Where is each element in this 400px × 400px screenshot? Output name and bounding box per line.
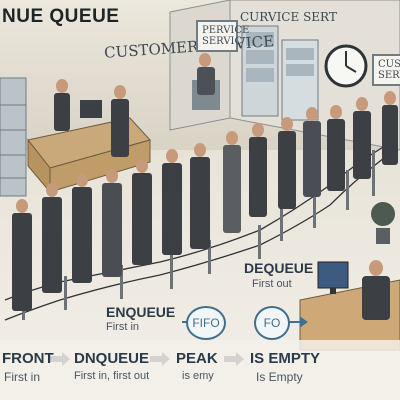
person bbox=[249, 123, 267, 217]
person bbox=[353, 97, 371, 179]
clock-icon bbox=[324, 44, 368, 88]
person bbox=[278, 117, 296, 209]
dequeue-label: DEQUEUE bbox=[244, 260, 314, 276]
is-empty-label: IS EMPTY bbox=[250, 350, 321, 367]
person bbox=[42, 183, 62, 293]
person bbox=[382, 91, 398, 165]
page-title: NUE QUEUE bbox=[2, 6, 120, 27]
person bbox=[303, 107, 321, 197]
dequeue-sub: First out bbox=[252, 278, 292, 290]
fifo-circle: FIFO bbox=[186, 306, 226, 340]
plant-icon bbox=[371, 202, 395, 244]
booth-sign: PERVICE SERVIC bbox=[196, 20, 250, 52]
person bbox=[327, 105, 345, 191]
peak-sub: is emy bbox=[182, 370, 214, 382]
computer-desk bbox=[299, 260, 400, 351]
is-empty-sub: Is Empty bbox=[256, 370, 303, 384]
person bbox=[162, 149, 182, 255]
enqueue-sub: First in bbox=[106, 321, 139, 333]
enqueue-label: ENQUEUE bbox=[106, 304, 176, 320]
person bbox=[223, 131, 241, 233]
queue-people bbox=[12, 79, 398, 311]
right-sign-line: SERVI bbox=[378, 70, 400, 81]
dnqueue-label: DNQUEUE bbox=[74, 350, 150, 367]
front-label: FRONT bbox=[2, 350, 54, 367]
person bbox=[132, 159, 152, 265]
person bbox=[102, 169, 122, 277]
service-banner: CURVICE SERT bbox=[240, 10, 337, 24]
service-counter bbox=[27, 100, 151, 194]
bookshelf bbox=[0, 77, 27, 197]
right-sign-line: CUSTO bbox=[378, 59, 400, 70]
person bbox=[54, 79, 70, 131]
booth-sign-line: PERVICE bbox=[202, 25, 250, 36]
waiting-person bbox=[192, 53, 220, 110]
dnqueue-sub: First in, first out bbox=[74, 370, 150, 382]
person bbox=[72, 173, 92, 283]
person bbox=[111, 85, 129, 157]
right-sign: CUSTO SERVI bbox=[372, 54, 400, 86]
operations-strip bbox=[0, 340, 400, 400]
person bbox=[190, 143, 210, 249]
peak-label: PEAK bbox=[176, 350, 218, 367]
service-cabinet bbox=[241, 25, 319, 121]
fo-circle: FO bbox=[254, 306, 290, 340]
front-sub: First in bbox=[4, 370, 40, 384]
booth-sign-line: SERVIC bbox=[202, 36, 243, 47]
person bbox=[12, 199, 32, 311]
